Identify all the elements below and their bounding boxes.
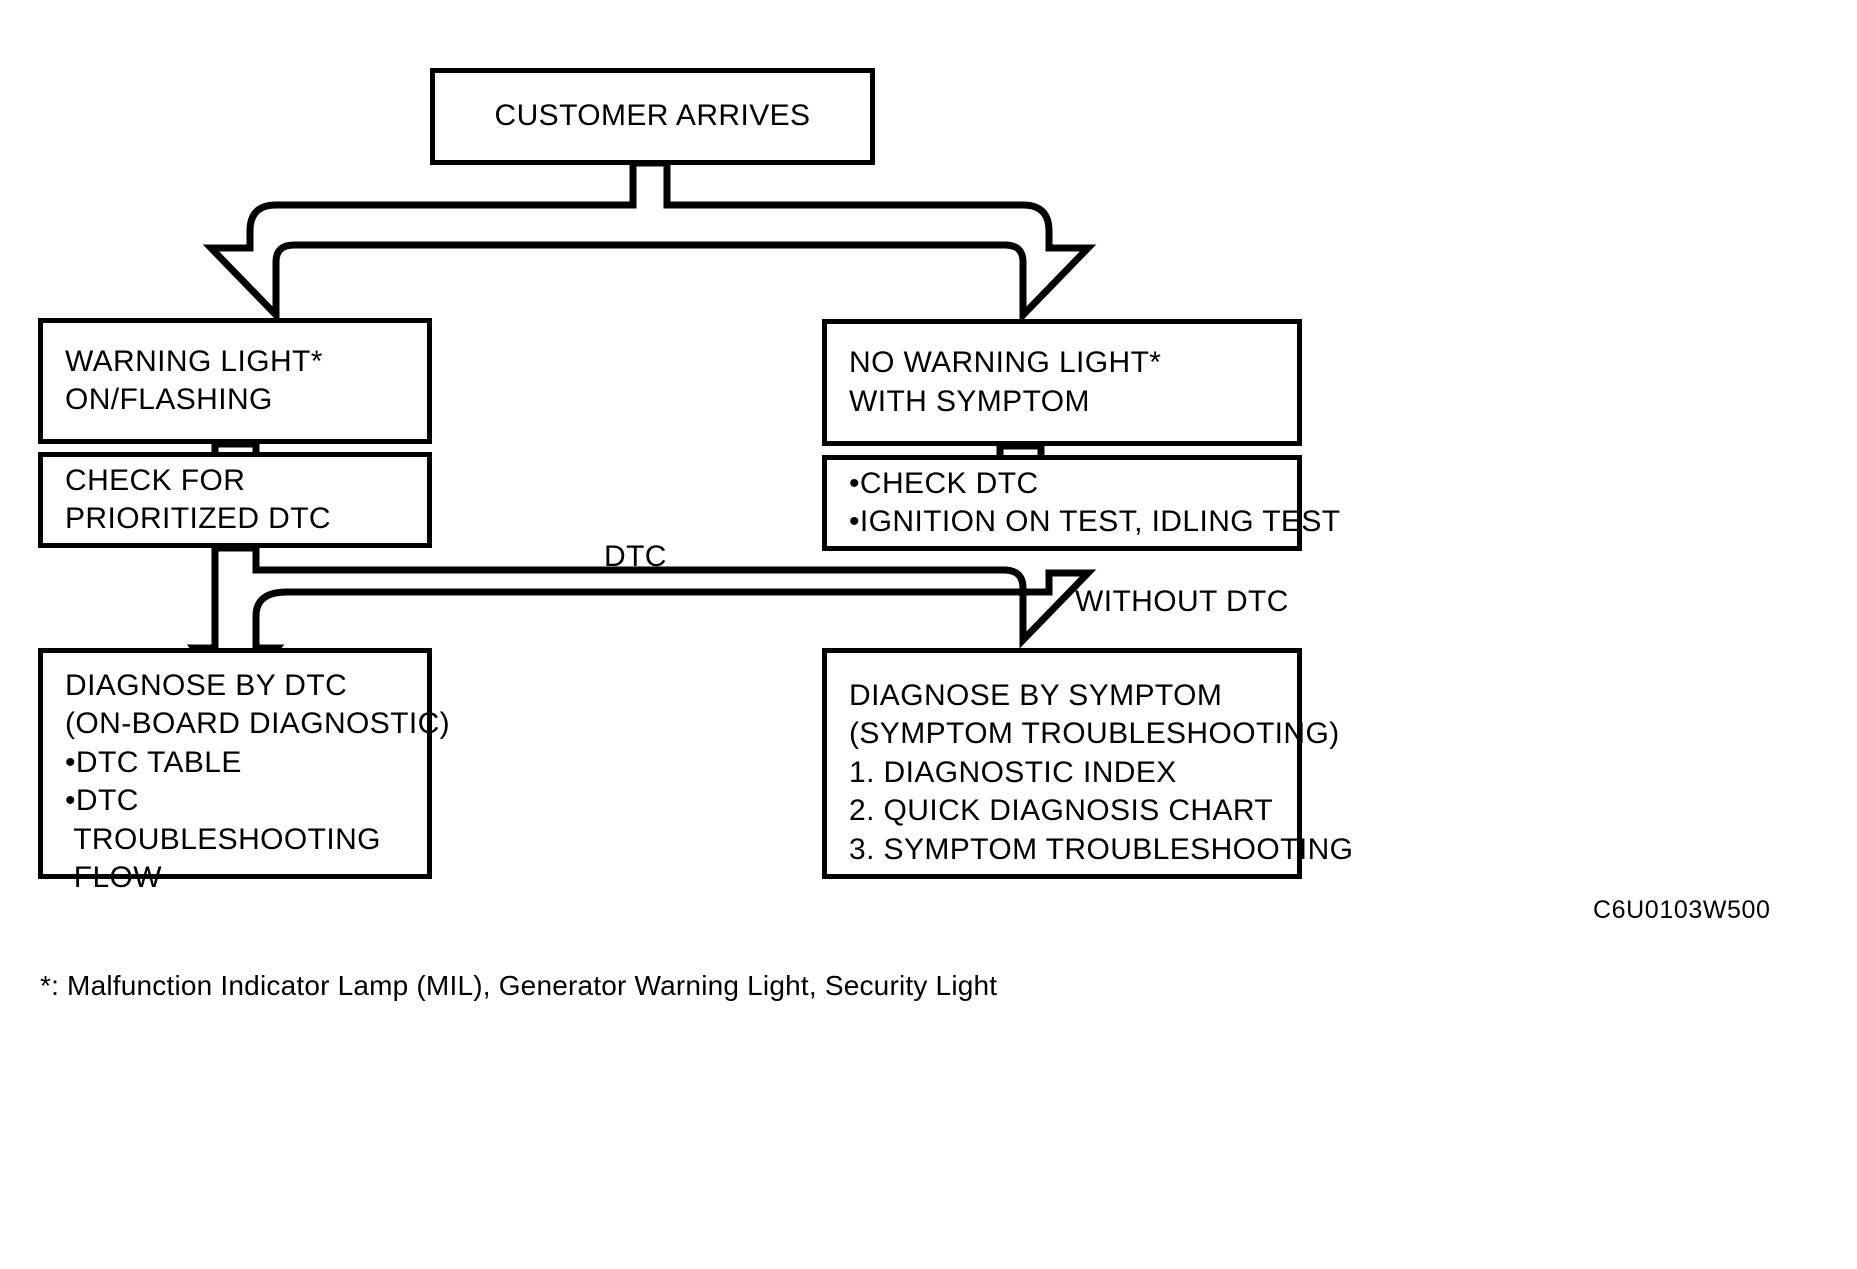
node-line: 2. QUICK DIAGNOSIS CHART: [849, 794, 1274, 828]
footnote-text: *: Malfunction Indicator Lamp (MIL), Gen…: [40, 970, 998, 1001]
node-diagnose-by-symptom[interactable]: DIAGNOSE BY SYMPTOM (SYMPTOM TROUBLESHOO…: [822, 648, 1354, 879]
node-line: 3. SYMPTOM TROUBLESHOOTING: [849, 832, 1354, 866]
node-customer-arrives[interactable]: CUSTOMER ARRIVES: [430, 68, 875, 165]
node-line: DIAGNOSE BY DTC: [65, 669, 348, 702]
node-line: •CHECK DTC: [849, 466, 1039, 500]
node-line: •DTC TABLE: [65, 745, 242, 779]
node-line: 1. DIAGNOSTIC INDEX: [849, 755, 1177, 789]
edge-label-without-dtc: WITHOUT DTC: [1075, 585, 1289, 618]
node-line: PRIORITIZED DTC: [65, 502, 331, 535]
node-line: CUSTOMER ARRIVES: [494, 99, 811, 133]
node-line: NO WARNING LIGHT*: [849, 346, 1162, 380]
node-line: ON/FLASHING: [65, 383, 273, 416]
node-no-warning-light-with-symptom[interactable]: NO WARNING LIGHT* WITH SYMPTOM: [822, 319, 1302, 446]
node-check-dtc-ignition-idling[interactable]: •CHECK DTC •IGNITION ON TEST, IDLING TES…: [822, 455, 1341, 551]
edge-label-dtc: DTC: [604, 540, 667, 573]
node-check-for-prioritized-dtc[interactable]: CHECK FOR PRIORITIZED DTC: [38, 452, 432, 548]
node-line: TROUBLESHOOTING: [65, 822, 381, 856]
node-line: CHECK FOR: [65, 463, 246, 497]
crossing-arrow-dtc-to-right: [186, 544, 1097, 706]
reference-code-label: C6U0103W500: [1593, 896, 1771, 924]
node-line: WARNING LIGHT*: [65, 344, 323, 378]
node-line: •DTC: [65, 784, 139, 818]
node-line: (ON-BOARD DIAGNOSTIC): [65, 707, 451, 741]
node-diagnose-by-dtc[interactable]: DIAGNOSE BY DTC (ON-BOARD DIAGNOSTIC) •D…: [38, 648, 451, 894]
node-line: •IGNITION ON TEST, IDLING TEST: [849, 505, 1341, 538]
node-line: WITH SYMPTOM: [849, 384, 1090, 418]
node-warning-light-on-flashing[interactable]: WARNING LIGHT* ON/FLASHING: [38, 318, 432, 444]
node-line: DIAGNOSE BY SYMPTOM: [849, 679, 1223, 712]
node-line: (SYMPTOM TROUBLESHOOTING): [849, 717, 1340, 751]
split-arrow-from-customer-arrives: [202, 159, 1097, 324]
node-line: FLOW: [65, 860, 162, 894]
